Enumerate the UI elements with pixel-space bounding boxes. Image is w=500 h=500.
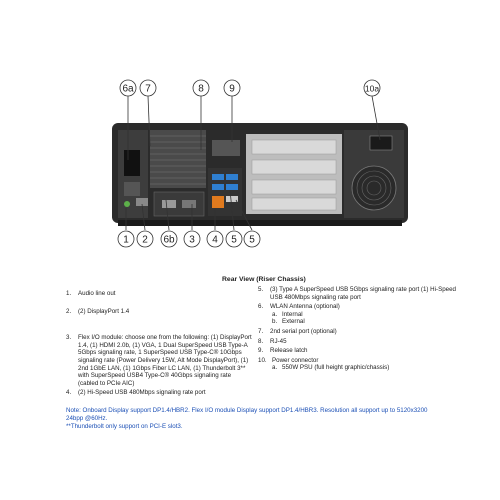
svg-text:9: 9 xyxy=(229,84,235,95)
svg-text:10a: 10a xyxy=(365,84,379,94)
usb-port-4 xyxy=(226,184,238,190)
upper-vent xyxy=(150,130,206,188)
callout-8: 8 xyxy=(192,79,210,97)
svg-text:5: 5 xyxy=(249,235,255,246)
legend-item-6: 6. WLAN Antenna (optional) xyxy=(258,303,340,311)
callout-9: 9 xyxy=(223,79,241,97)
svg-text:5: 5 xyxy=(231,235,237,246)
svg-text:6b: 6b xyxy=(163,235,175,246)
usb-port-5 xyxy=(226,196,238,202)
legend-text: Rear View (Riser Chassis) 1. Audio line … xyxy=(0,276,500,500)
left-port-1 xyxy=(124,150,140,176)
flex-io-port xyxy=(162,200,176,208)
note-display-support: Note: Onboard Display support DP1.4/HBR2… xyxy=(66,407,428,422)
legend-item-4: 4. (2) Hi-Speed USB 480Mbps signaling ra… xyxy=(66,389,206,397)
callout-4: 4 xyxy=(206,230,224,248)
release-latch xyxy=(212,140,240,156)
legend-item-5: 5. (3) Type A SuperSpeed USB 5Gbps signa… xyxy=(258,286,456,301)
usb-port-2 xyxy=(226,174,238,180)
legend-item-9: 9. Release latch xyxy=(258,347,308,355)
callout-5b: 5 xyxy=(243,230,261,248)
usb-port-1 xyxy=(212,174,224,180)
flex-io-module xyxy=(153,191,205,217)
displayport-pair xyxy=(136,198,148,206)
callout-5a: 5 xyxy=(225,230,243,248)
usb-port-3 xyxy=(212,184,224,190)
callout-6b: 6b xyxy=(160,230,178,248)
callout-3: 3 xyxy=(183,230,201,248)
callout-10a: 10a xyxy=(363,79,381,97)
legend-item-7: 7. 2nd serial port (optional) xyxy=(258,327,337,335)
legend-item-10: 10. Power connector xyxy=(258,356,319,364)
legend-item-6a: a. Internal xyxy=(272,310,303,318)
svg-text:8: 8 xyxy=(198,84,204,95)
legend-left-column: 1. Audio line out 2. (2) DisplayPort 1.4… xyxy=(66,290,252,397)
legend-right-column: 5. (3) Type A SuperSpeed USB 5Gbps signa… xyxy=(258,286,458,372)
svg-text:1: 1 xyxy=(123,235,129,246)
legend-item-3: 3. Flex I/O module: choose one from the … xyxy=(66,334,252,387)
legend-item-6b: b. External xyxy=(272,318,305,326)
flex-io-port-2 xyxy=(182,200,196,208)
rj45-port xyxy=(212,196,224,208)
rear-view-title: Rear View (Riser Chassis) xyxy=(222,276,306,283)
callout-6a: 6a xyxy=(119,79,137,97)
svg-text:4: 4 xyxy=(212,235,218,246)
chassis-base xyxy=(118,220,402,226)
left-port-2 xyxy=(124,182,140,196)
power-connector xyxy=(369,135,393,151)
svg-text:6a: 6a xyxy=(122,84,134,95)
legend-item-10a: a. 550W PSU (full height graphic/chassis… xyxy=(272,364,390,372)
legend-item-8: 8. RJ-45 xyxy=(258,337,287,345)
callout-7: 7 xyxy=(139,79,157,97)
legend-item-1: 1. Audio line out xyxy=(66,290,116,297)
audio-jack xyxy=(124,201,130,207)
svg-text:7: 7 xyxy=(145,84,151,95)
legend-item-2: 2. (2) DisplayPort 1.4 xyxy=(66,307,130,315)
callout-2: 2 xyxy=(136,230,154,248)
callout-1: 1 xyxy=(117,230,135,248)
pcie-slots xyxy=(251,139,337,211)
svg-text:3: 3 xyxy=(189,235,195,246)
psu-fan xyxy=(351,165,397,211)
rear-view-diagram: 6a 7 8 9 10a 1 2 6b 3 4 5 5 xyxy=(112,79,408,248)
note-thunderbolt: **Thunderbolt only support on PCI-E slot… xyxy=(66,423,183,430)
svg-text:2: 2 xyxy=(142,235,148,246)
